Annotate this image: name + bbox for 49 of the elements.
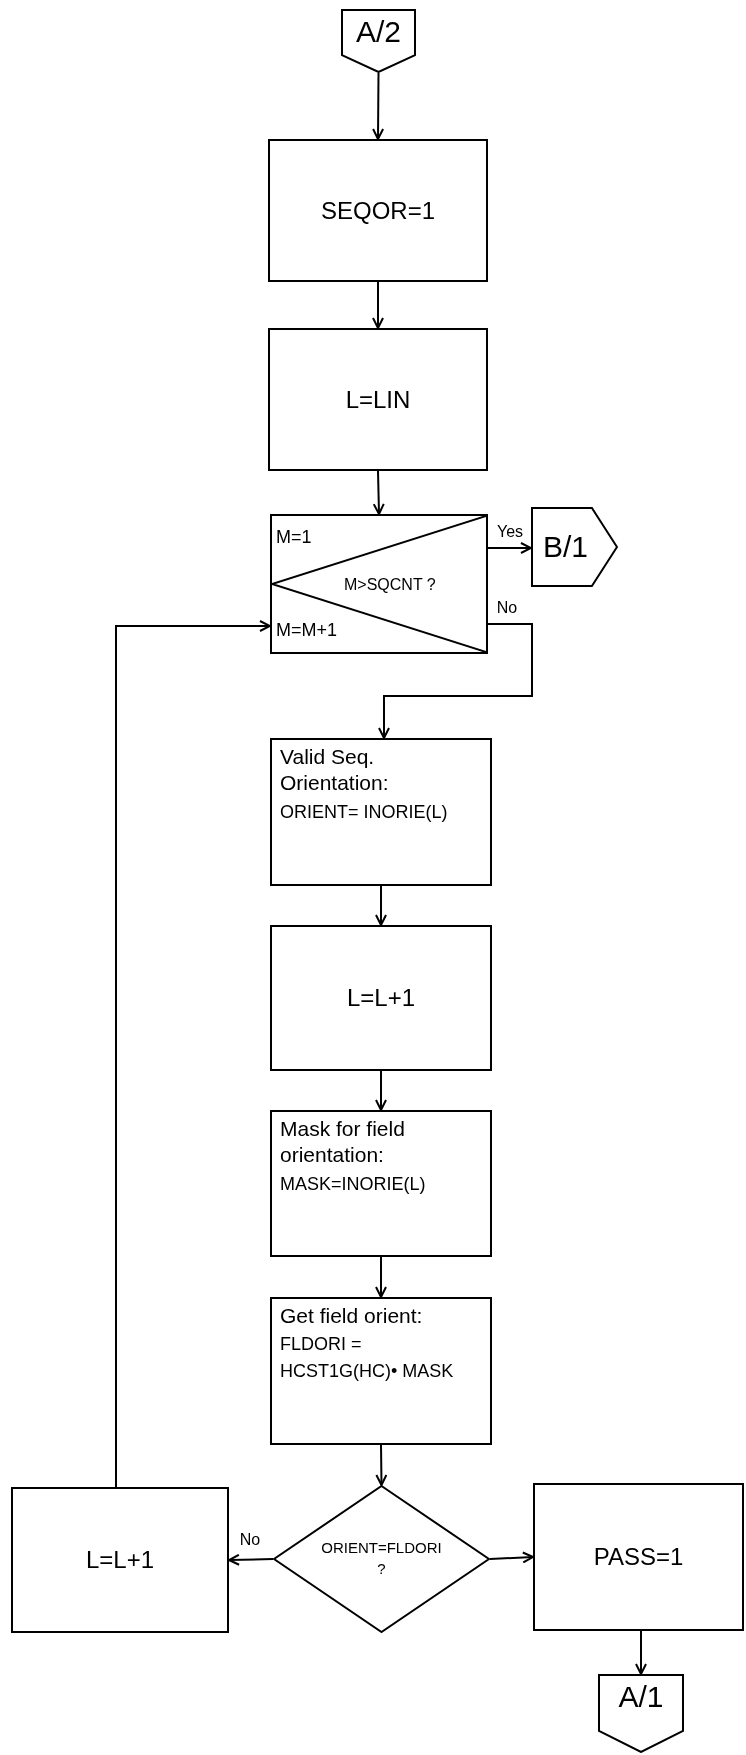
- arrow: [487, 542, 532, 554]
- step-text: MASK=INORIE(L): [280, 1172, 427, 1195]
- edge-label: Yes: [495, 524, 525, 540]
- step-text: ORIENT= INORIE(L): [280, 800, 449, 823]
- decision-diamond: [273, 1485, 490, 1633]
- connector-label: A/1: [618, 1682, 664, 1712]
- step-text: L=L+1: [85, 1545, 155, 1575]
- edge-label: No: [238, 1532, 262, 1548]
- arrow: [228, 1553, 274, 1566]
- step-text: FLDORI =: [280, 1333, 363, 1356]
- arrow: [635, 1630, 647, 1675]
- arrow: [375, 1444, 388, 1486]
- arrow: [372, 281, 384, 329]
- process-box: [268, 139, 488, 282]
- connector-label: A/2: [356, 17, 401, 47]
- step-text: Valid Seq. Orientation:: [280, 744, 390, 797]
- process-box: [268, 328, 488, 471]
- offpage-connector: [341, 9, 416, 73]
- arrow: [489, 1551, 534, 1564]
- connector-label: B/1: [543, 532, 589, 562]
- step-text: Get field orient:: [280, 1303, 424, 1329]
- arrow: [375, 885, 387, 926]
- process-box: [270, 925, 492, 1071]
- loop-decision-box: [270, 514, 488, 654]
- init-text: M=1: [276, 526, 312, 549]
- process-box: [270, 1297, 492, 1445]
- condition-text: ORIENT=FLDORI: [321, 1538, 442, 1559]
- step-text: HCST1G(HC)• MASK: [280, 1359, 455, 1383]
- edge-label: No: [495, 600, 519, 616]
- process-box: [533, 1483, 744, 1631]
- arrow: [375, 1070, 387, 1111]
- step-text: SEQOR=1: [320, 195, 435, 226]
- increment-text: M=M+1: [276, 619, 338, 642]
- arrow: [378, 623, 533, 739]
- step-text: L=LIN: [345, 384, 411, 415]
- step-text: L=L+1: [346, 983, 416, 1013]
- arrow: [115, 620, 271, 1488]
- arrow: [372, 72, 385, 140]
- offpage-connector: [531, 507, 618, 587]
- process-box: [270, 1110, 492, 1257]
- condition-text: ?: [377, 1559, 386, 1579]
- step-text: Mask for field orientation:: [280, 1116, 406, 1169]
- arrow: [372, 470, 385, 515]
- process-box: [11, 1487, 229, 1633]
- step-text: PASS=1: [593, 1542, 684, 1572]
- process-box: [270, 738, 492, 886]
- condition-text: M>SQCNT ?: [344, 575, 436, 595]
- arrow: [375, 1256, 387, 1298]
- offpage-connector: [598, 1674, 684, 1753]
